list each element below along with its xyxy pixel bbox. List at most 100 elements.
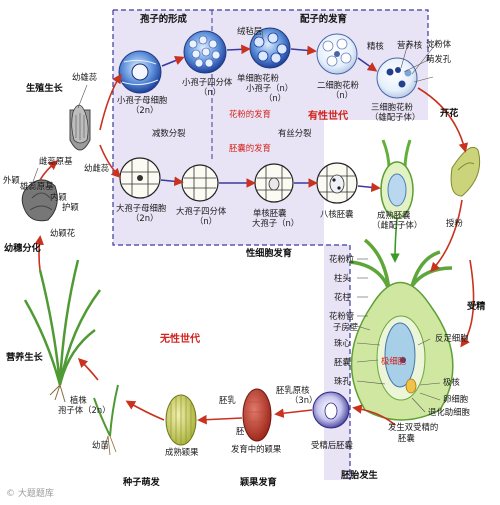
label-outer-glume: 外颖 xyxy=(3,175,20,185)
label-plant: 植株 xyxy=(70,395,87,405)
stage-flowering: 开花 xyxy=(440,107,459,119)
label-microspore-tetrad: 小孢子四分体 xyxy=(182,77,233,87)
label-female-gametophyte: （雌配子体） xyxy=(372,220,422,230)
post-fertilization-embryo-sac-image xyxy=(312,391,350,429)
label-endosperm: 胚乳 xyxy=(219,395,236,405)
label-degenerated-synergid: 退化助细胞 xyxy=(428,407,470,417)
binucleate-pollen-image xyxy=(316,33,358,75)
label-megaspore-tetrad: 大孢子四分体 xyxy=(176,206,227,216)
label-leaders xyxy=(29,29,441,413)
label-vegetative-nucleus: 营养核 xyxy=(397,40,423,50)
label-megaspore-mother-cell: 大孢子母细胞 xyxy=(116,203,167,213)
label-nucellus: 珠心 xyxy=(334,338,351,348)
stage-vegetative-growth: 营养生长 xyxy=(6,351,44,363)
pistil-image xyxy=(349,238,454,421)
label-sexual-generation: 有性世代 xyxy=(308,109,348,122)
wheat-anther-image xyxy=(69,104,91,151)
label-post-fertilization-embryo-sac: 受精后胚囊 xyxy=(311,440,353,450)
label-ploidy-2n-b: （2n） xyxy=(131,213,158,223)
label-embryo-sac-development: 胚囊的发育 xyxy=(229,143,271,153)
label-embryo-sac: 胚囊 xyxy=(334,357,351,367)
label-meiosis: 减数分裂 xyxy=(152,128,186,138)
watermark: © 大题题库 xyxy=(6,487,54,499)
label-mature-grain: 成熟颖果 xyxy=(165,447,199,457)
title-sporogenesis: 孢子的形成 xyxy=(140,13,188,25)
label-stamen-primordium: 内颖 xyxy=(50,192,67,202)
mononuclear-embryo-sac-image xyxy=(254,163,294,203)
megaspore-mother-cell-image xyxy=(119,157,161,199)
process-arrows xyxy=(34,44,475,426)
label-polar-nucleus: 极核 xyxy=(443,377,460,387)
young-spike-image xyxy=(21,179,58,222)
label-anther-primordium: 幼雌蕊 xyxy=(84,163,110,173)
label-egg-cell: 卵细胞 xyxy=(443,394,469,404)
stage-fertilization: 受精 xyxy=(467,300,486,312)
label-ploidy-n-a: （n） xyxy=(199,87,221,97)
label-pollen-development: 花粉的发育 xyxy=(229,109,271,119)
label-sporophyte: 孢子体（2n） xyxy=(58,405,111,415)
mature-embryo-sac-image xyxy=(380,139,414,219)
mature-grain-image xyxy=(165,394,197,446)
label-micropyle: 珠孔 xyxy=(334,376,351,386)
label-microspore-mother-cell: 小孢子母细胞 xyxy=(117,95,168,105)
microspore-tetrad-image xyxy=(183,30,227,74)
anther-flower-image xyxy=(450,146,481,197)
wheat-plant-image xyxy=(23,259,102,403)
label-eight-nucleate-embryo-sac: 八核胚囊 xyxy=(320,209,354,219)
seedling-image xyxy=(93,384,119,456)
label-young-spike: 幼颖花 xyxy=(50,228,76,238)
stage-spike-differentiation: 幼穗分化 xyxy=(4,242,42,254)
label-binucleate-pollen: 二细胞花粉 xyxy=(317,80,359,90)
label-mitosis: 有丝分裂 xyxy=(278,128,312,138)
developing-grain-image xyxy=(242,388,272,442)
label-polar-nuclei: 极细胞 xyxy=(381,356,407,366)
microspore-mother-cell-image xyxy=(118,50,162,94)
title-gamete-development: 配子的发育 xyxy=(300,13,348,25)
label-mature-embryo-sac: 成熟胚囊 xyxy=(377,210,411,220)
label-ploidy-n-d: （n） xyxy=(195,216,217,226)
stage-embryo-development: 胚胎发生 xyxy=(341,469,378,481)
label-tapetum: 绒毡层 xyxy=(237,26,262,36)
label-embryo: 胚 xyxy=(236,426,245,436)
label-embryo-sac-2: 胚囊 xyxy=(398,433,415,443)
label-megaspore: 大孢子（n） xyxy=(252,218,299,228)
label-style: 花柱 xyxy=(334,292,351,302)
label-pollen-tube: 花粉管 xyxy=(329,311,354,321)
label-developing-grain: 发育中的颖果 xyxy=(231,444,282,454)
label-stigma: 柱头 xyxy=(334,273,351,283)
stage-reproductive-growth: 生殖生长 xyxy=(26,82,64,94)
label-uninucleate-pollen: 单细胞花粉 xyxy=(237,73,279,83)
label-pistil-primordium: 雄蕊原基 xyxy=(20,181,54,191)
label-endosperm-nucleus: 胚乳原核 xyxy=(276,385,310,395)
label-asexual-generation: 无性世代 xyxy=(159,332,200,345)
label-antipodal-cells: 反足细胞 xyxy=(435,333,469,343)
label-pollen-grain: 花粉粒 xyxy=(329,254,355,264)
eight-nucleate-embryo-sac-image xyxy=(316,162,358,204)
megaspore-tetrad-image xyxy=(181,164,219,202)
label-trinucleate-pollen: 三细胞花粉 xyxy=(371,102,413,112)
gametophyte-border xyxy=(112,9,429,480)
label-seedling: 幼苗 xyxy=(92,440,109,450)
label-pollination: 授粉 xyxy=(446,218,463,228)
label-ploidy-2n-a: （2n） xyxy=(131,105,158,115)
label-mononuclear-embryo-sac: 单核胚囊 xyxy=(253,208,287,218)
stage-seed-germination: 种子萌发 xyxy=(122,476,161,488)
label-sperm-nucleus: 精核 xyxy=(367,41,384,51)
label-ploidy-n-c: （n） xyxy=(331,90,353,100)
label-inner-glume: 护颖 xyxy=(62,202,79,212)
label-microspore: 小孢子（n） xyxy=(246,83,293,93)
stage-grain-development: 颖果发育 xyxy=(240,476,277,488)
trinucleate-pollen-image xyxy=(376,57,418,99)
label-male-gametophyte: （雄配子体） xyxy=(370,112,420,122)
stage-sexual-development: 性细胞发育 xyxy=(246,247,292,259)
label-stamen: 幼雄蕊 xyxy=(72,72,98,82)
label-double-fertilized-embryo-sac: 发生双受精的 xyxy=(388,422,438,432)
label-germination-pore: 萌发孔 xyxy=(426,54,452,64)
label-ovary-wall: 子房壁 xyxy=(333,322,358,332)
label-ploidy-3n: （3n） xyxy=(290,395,317,405)
label-pistil: 雌蕊原基 xyxy=(39,156,73,166)
label-ploidy-n-b: （n） xyxy=(264,93,286,103)
label-amyloplast: 淀粉体 xyxy=(426,39,452,49)
